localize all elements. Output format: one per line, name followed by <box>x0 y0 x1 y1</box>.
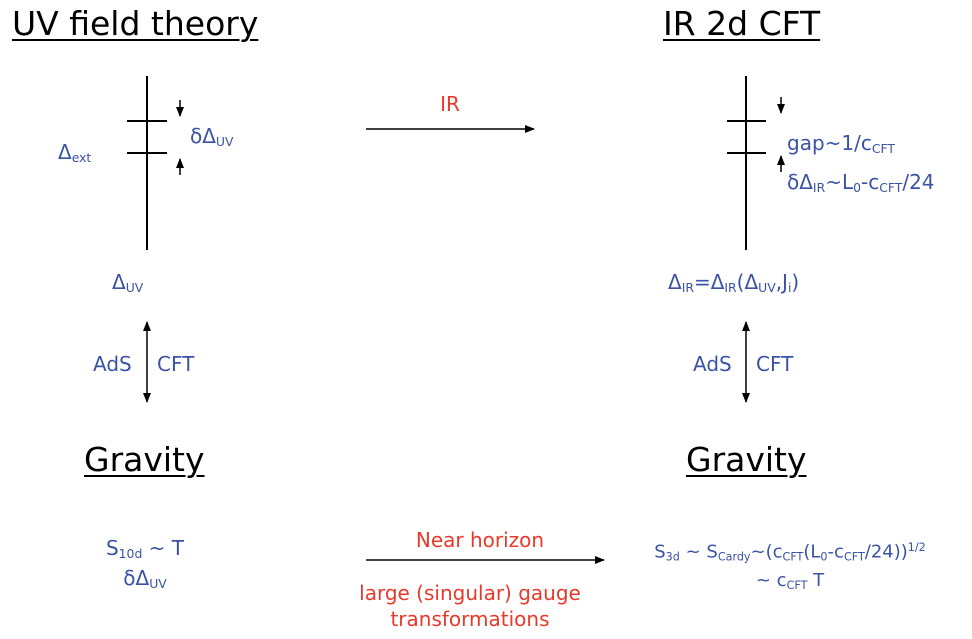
c-cft-t-label: ~ cCFT T <box>755 570 825 593</box>
gauge-transformations-label: large (singular) gauge transformations <box>359 581 581 631</box>
right-ads-label: AdS <box>693 352 732 376</box>
s10d-label: S10d ~ T <box>105 536 185 562</box>
right-gravity-title: Gravity <box>686 440 807 479</box>
s3d-label: S3d ~ SCardy~(cCFT(L0-cCFT/24))1/2 <box>654 541 926 564</box>
left-gravity-title: Gravity <box>84 440 205 479</box>
bottom-delta-uv-label: δΔUV <box>123 566 167 592</box>
right-cft-label: CFT <box>756 352 794 376</box>
near-horizon-label: Near horizon <box>415 528 545 552</box>
uv-title: UV field theory <box>12 4 259 43</box>
delta-uv-label: ΔUV <box>112 270 144 296</box>
delta-ext-label: Δext <box>58 140 92 166</box>
left-ads-label: AdS <box>93 352 132 376</box>
delta-ir-equation: ΔIR=ΔIR(ΔUV,Ji) <box>668 270 800 296</box>
right-entropy-block: S3d ~ SCardy~(cCFT(L0-cCFT/24))1/2 ~ cCF… <box>612 536 968 598</box>
left-cft-label: CFT <box>157 352 195 376</box>
left-entropy-block: S10d ~ T δΔUV <box>70 536 220 596</box>
gap-label: gap~1/cCFT <box>787 131 896 157</box>
delta-uv-gap-label: δΔUV <box>190 124 234 150</box>
delta-ir-label: δΔIR~L0-cCFT/24 <box>787 170 935 196</box>
ir-arrow-label: IR <box>440 92 460 116</box>
ir-title: IR 2d CFT <box>663 4 821 43</box>
